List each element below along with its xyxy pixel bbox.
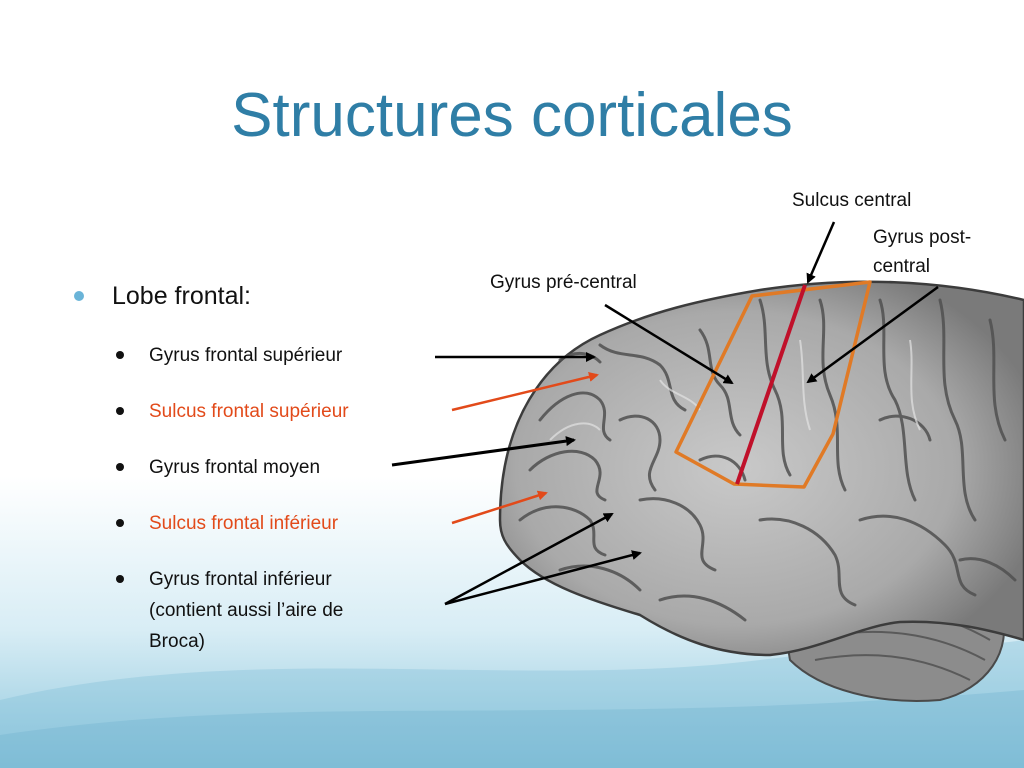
bullet-dot-icon bbox=[116, 463, 124, 471]
arrow-sulcus-frontal-superieur bbox=[451, 372, 599, 412]
bullet-dot-icon bbox=[116, 519, 124, 527]
slide-title: Structures corticales bbox=[231, 81, 793, 150]
label-sulcus-central: Sulcus central bbox=[792, 190, 912, 211]
sub-bullet-label: Broca) bbox=[149, 631, 205, 652]
sub-bullet-label: Sulcus frontal supérieur bbox=[149, 401, 349, 422]
bullet-dot-icon bbox=[74, 291, 84, 301]
label-gyrus-pre-central: Gyrus pré-central bbox=[490, 272, 637, 293]
arrow-gyrus-post-central bbox=[806, 285, 939, 384]
arrow-sulcus-central bbox=[806, 221, 836, 284]
bullet-dot-icon bbox=[116, 575, 124, 583]
bullet-dot-icon bbox=[116, 351, 124, 359]
sub-bullet-label: Sulcus frontal inférieur bbox=[149, 513, 339, 534]
label-gyrus-post-central-line1: Gyrus post- bbox=[873, 227, 972, 248]
arrow-gyrus-frontal-moyen bbox=[391, 436, 576, 467]
sub-bullet-label: (contient aussi l’aire de bbox=[149, 600, 344, 621]
arrow-gyrus-frontal-inferieur-a bbox=[444, 512, 614, 606]
arrow-gyrus-frontal-inferieur-b bbox=[444, 550, 642, 606]
central-region-outline bbox=[674, 280, 872, 489]
brain-illustration bbox=[498, 280, 1024, 702]
central-sulcus-line bbox=[735, 284, 807, 485]
label-gyrus-post-central-line2: central bbox=[873, 256, 931, 277]
sub-bullet-label: Gyrus frontal inférieur bbox=[149, 569, 332, 590]
bullet-label: Lobe frontal: bbox=[112, 282, 251, 310]
arrow-sulcus-frontal-inferieur bbox=[451, 490, 548, 525]
bullet-dot-icon bbox=[116, 407, 124, 415]
arrow-gyrus-pre-central bbox=[604, 303, 734, 385]
sub-bullet-label: Gyrus frontal supérieur bbox=[149, 345, 343, 366]
sub-bullet-label: Gyrus frontal moyen bbox=[149, 457, 321, 478]
